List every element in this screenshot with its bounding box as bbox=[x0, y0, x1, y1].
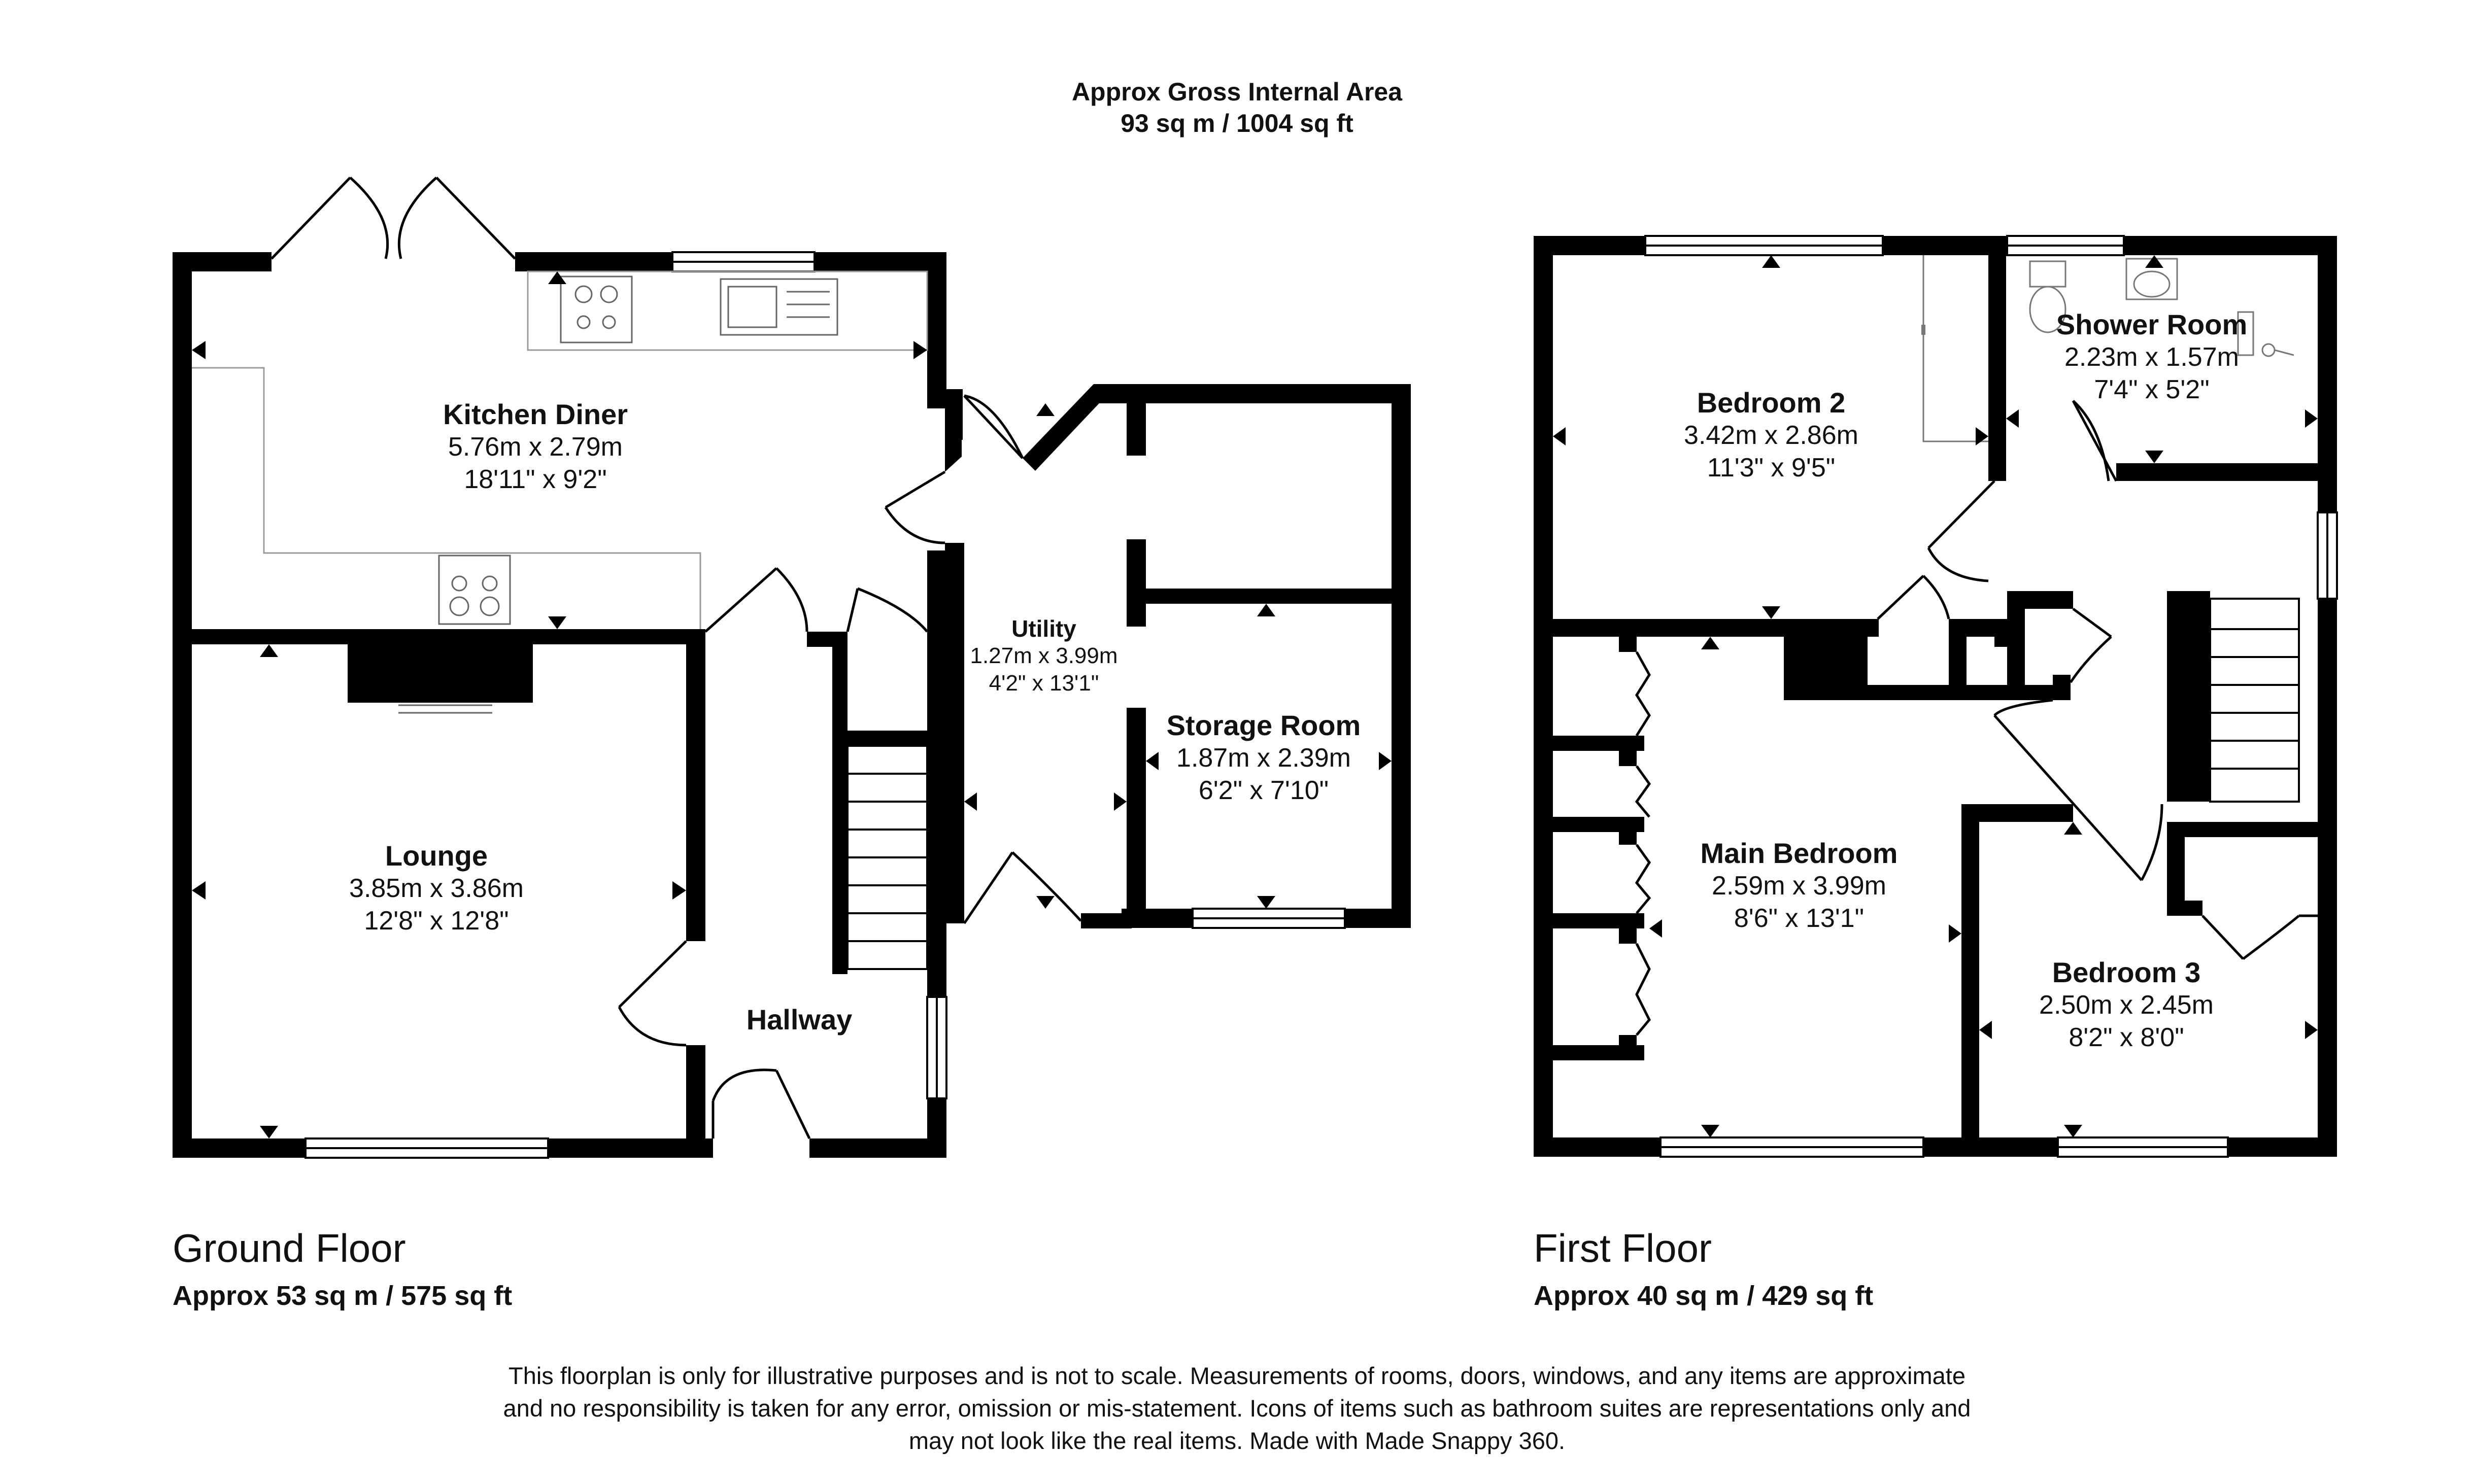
kitchen-fixtures bbox=[192, 270, 928, 714]
first-floor-walls bbox=[1534, 236, 2337, 1157]
room-imperial: 8'6" x 13'1" bbox=[1734, 904, 1865, 933]
room-label-bedroom-2: Bedroom 2 3.42m x 2.86m 11'3" x 9'5" bbox=[1684, 387, 1858, 484]
room-metric: 1.27m x 3.99m bbox=[970, 643, 1118, 668]
room-label-main-bedroom: Main Bedroom 2.59m x 3.99m 8'6" x 13'1" bbox=[1701, 837, 1898, 935]
room-imperial: 7'4" x 5'2" bbox=[2094, 375, 2210, 404]
disclaimer: This floorplan is only for illustrative … bbox=[304, 1360, 2170, 1457]
shower-fixtures bbox=[1921, 255, 2294, 442]
room-name: Lounge bbox=[385, 840, 488, 872]
ground-floor-plan bbox=[173, 177, 1411, 1159]
ground-floor-area: Approx 53 sq m / 575 sq ft bbox=[173, 1281, 513, 1311]
room-metric: 2.50m x 2.45m bbox=[2039, 990, 2214, 1020]
room-label-hallway: Hallway bbox=[747, 1004, 853, 1036]
disclaimer-line: and no responsibility is taken for any e… bbox=[503, 1395, 1971, 1422]
room-name: Storage Room bbox=[1166, 709, 1361, 741]
ground-floor-title: Ground Floor bbox=[173, 1226, 406, 1270]
room-name: Main Bedroom bbox=[1700, 837, 1898, 869]
room-label-kitchen-diner: Kitchen Diner 5.76m x 2.79m 18'11" x 9'2… bbox=[443, 398, 628, 496]
room-metric: 3.85m x 3.86m bbox=[349, 874, 524, 903]
room-metric: 1.87m x 2.39m bbox=[1176, 743, 1351, 773]
room-label-storage-room: Storage Room 1.87m x 2.39m 6'2" x 7'10" bbox=[1167, 709, 1361, 807]
room-name: Bedroom 2 bbox=[1697, 387, 1846, 419]
room-label-lounge: Lounge 3.85m x 3.86m 12'8" x 12'8" bbox=[349, 840, 524, 937]
gross-area-title: Approx Gross Internal Area bbox=[1071, 78, 1403, 106]
first-floor-windows bbox=[1644, 235, 2338, 1158]
first-floor-stairs bbox=[2209, 598, 2300, 803]
room-imperial: 8'2" x 8'0" bbox=[2069, 1023, 2184, 1052]
disclaimer-line: This floorplan is only for illustrative … bbox=[509, 1362, 1965, 1389]
disclaimer-line: may not look like the real items. Made w… bbox=[908, 1427, 1566, 1454]
room-metric: 2.23m x 1.57m bbox=[2064, 342, 2239, 372]
room-name: Bedroom 3 bbox=[2052, 956, 2201, 988]
room-imperial: 12'8" x 12'8" bbox=[364, 906, 509, 936]
room-name: Shower Room bbox=[2056, 308, 2248, 340]
ground-floor-walls bbox=[173, 252, 1411, 1158]
ground-floor-arrows bbox=[192, 271, 1392, 1138]
ground-floor-windows bbox=[304, 251, 1346, 1159]
room-imperial: 11'3" x 9'5" bbox=[1707, 453, 1836, 482]
room-name: Kitchen Diner bbox=[443, 398, 628, 430]
first-floor-plan bbox=[1534, 235, 2338, 1158]
room-label-shower-room: Shower Room 2.23m x 1.57m 7'4" x 5'2" bbox=[2056, 308, 2247, 406]
gross-area-value: 93 sq m / 1004 sq ft bbox=[1121, 109, 1353, 137]
room-metric: 2.59m x 3.99m bbox=[1712, 871, 1886, 901]
room-metric: 3.42m x 2.86m bbox=[1684, 421, 1858, 450]
first-floor-doors bbox=[1635, 400, 2318, 1036]
room-label-utility: Utility 1.27m x 3.99m 4'2" x 13'1" bbox=[970, 615, 1117, 697]
first-floor-area: Approx 40 sq m / 429 sq ft bbox=[1534, 1281, 1874, 1311]
ground-floor-stairs bbox=[846, 745, 928, 970]
room-imperial: 6'2" x 7'10" bbox=[1198, 776, 1329, 805]
first-floor-arrows bbox=[1553, 255, 2318, 1137]
room-label-bedroom-3: Bedroom 3 2.50m x 2.45m 8'2" x 8'0" bbox=[2039, 956, 2214, 1054]
room-name: Hallway bbox=[746, 1004, 853, 1036]
room-metric: 5.76m x 2.79m bbox=[448, 432, 623, 462]
ground-floor-doors bbox=[270, 177, 1082, 1140]
room-name: Utility bbox=[1011, 615, 1076, 642]
room-imperial: 18'11" x 9'2" bbox=[464, 465, 607, 494]
room-imperial: 4'2" x 13'1" bbox=[989, 671, 1099, 696]
first-floor-title: First Floor bbox=[1534, 1226, 1712, 1270]
